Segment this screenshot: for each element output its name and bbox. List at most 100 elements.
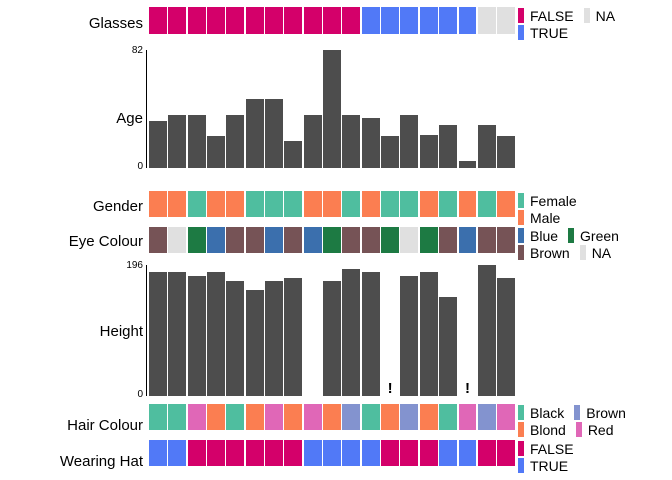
legend-item[interactable]: Black <box>518 405 564 420</box>
bar[interactable] <box>168 272 187 396</box>
cell[interactable] <box>226 440 245 466</box>
cell[interactable] <box>381 7 400 34</box>
cell[interactable] <box>265 191 284 217</box>
cell[interactable] <box>303 227 322 253</box>
bar[interactable] <box>187 276 206 396</box>
legend-item[interactable]: Brown <box>574 405 626 420</box>
bar-slot[interactable] <box>187 50 206 168</box>
cell[interactable] <box>419 440 438 466</box>
cell[interactable] <box>284 7 303 34</box>
cell[interactable] <box>187 404 206 430</box>
bar-slot[interactable] <box>265 265 284 396</box>
cell[interactable] <box>381 404 400 430</box>
cell[interactable] <box>439 191 458 217</box>
bar-slot[interactable]: ! <box>381 265 399 396</box>
bar[interactable] <box>284 277 303 396</box>
cell[interactable] <box>207 227 225 253</box>
bars-age[interactable] <box>149 50 516 168</box>
bar-slot[interactable] <box>303 50 322 168</box>
bar[interactable] <box>439 297 458 396</box>
legend-item[interactable]: Green <box>568 228 619 243</box>
cell[interactable] <box>381 227 400 253</box>
cell[interactable] <box>265 7 284 34</box>
legend-item[interactable]: TRUE <box>518 25 568 40</box>
bar-slot[interactable] <box>149 50 167 168</box>
bar[interactable] <box>265 98 284 168</box>
cell[interactable] <box>284 440 303 466</box>
cell[interactable] <box>207 7 225 34</box>
bar-slot[interactable] <box>226 265 245 396</box>
cell[interactable] <box>400 440 419 466</box>
bar-slot[interactable] <box>419 265 438 396</box>
cell[interactable] <box>207 404 225 430</box>
strip-gender[interactable] <box>149 191 516 217</box>
cell[interactable] <box>303 440 322 466</box>
legend-item[interactable]: TRUE <box>518 458 568 473</box>
bar[interactable] <box>439 124 458 168</box>
bar-slot[interactable] <box>245 265 264 396</box>
cell[interactable] <box>497 7 516 34</box>
bar-slot[interactable] <box>419 50 438 168</box>
cell[interactable] <box>477 191 496 217</box>
cell[interactable] <box>477 227 496 253</box>
cell[interactable] <box>477 440 496 466</box>
cell[interactable] <box>245 404 264 430</box>
cell[interactable] <box>149 227 167 253</box>
bar-slot[interactable] <box>342 265 361 396</box>
strip-glasses[interactable] <box>149 7 516 34</box>
cell[interactable] <box>187 7 206 34</box>
bar[interactable] <box>226 114 245 168</box>
bar[interactable] <box>419 134 438 168</box>
bar[interactable] <box>477 124 496 168</box>
cell[interactable] <box>342 7 361 34</box>
cell[interactable] <box>497 404 516 430</box>
cell[interactable] <box>303 7 322 34</box>
cell[interactable] <box>207 191 225 217</box>
bar-slot[interactable] <box>361 50 380 168</box>
bar[interactable] <box>497 136 516 168</box>
bar-slot[interactable]: ! <box>459 265 477 396</box>
bar-slot[interactable] <box>400 50 419 168</box>
legend-item[interactable]: Female <box>518 193 577 208</box>
bar-slot[interactable] <box>439 50 458 168</box>
cell[interactable] <box>342 191 361 217</box>
cell[interactable] <box>361 7 380 34</box>
cell[interactable] <box>439 227 458 253</box>
cell[interactable] <box>419 404 438 430</box>
cell[interactable] <box>361 191 380 217</box>
bar[interactable] <box>458 160 477 168</box>
cell[interactable] <box>245 191 264 217</box>
bar[interactable] <box>149 272 167 396</box>
bar[interactable] <box>265 281 284 396</box>
bar[interactable] <box>187 114 206 168</box>
bar-slot[interactable] <box>207 265 225 396</box>
cell[interactable] <box>226 191 245 217</box>
cell[interactable] <box>265 227 284 253</box>
cell[interactable] <box>439 404 458 430</box>
bar-slot[interactable] <box>323 265 342 396</box>
cell[interactable] <box>149 191 167 217</box>
cell[interactable] <box>342 227 361 253</box>
bar[interactable] <box>284 140 303 168</box>
strip-hair-colour[interactable] <box>149 404 516 430</box>
strip-eye-colour[interactable] <box>149 227 516 253</box>
bar-slot[interactable] <box>400 265 419 396</box>
bar-slot[interactable] <box>284 265 303 396</box>
bar[interactable] <box>149 120 167 168</box>
bar[interactable] <box>168 114 187 168</box>
bar-slot[interactable] <box>381 50 400 168</box>
cell[interactable] <box>323 7 342 34</box>
cell[interactable] <box>477 404 496 430</box>
cell[interactable] <box>284 227 303 253</box>
legend-item[interactable]: Blue <box>518 228 558 243</box>
cell[interactable] <box>400 7 419 34</box>
bar-slot[interactable] <box>168 50 187 168</box>
bar-slot[interactable] <box>323 50 342 168</box>
bar[interactable] <box>381 136 400 168</box>
bar[interactable] <box>245 290 264 396</box>
bar-slot[interactable] <box>477 265 496 396</box>
cell[interactable] <box>265 404 284 430</box>
strip-wearing-hat[interactable] <box>149 440 516 466</box>
bar[interactable] <box>419 271 438 396</box>
bar[interactable] <box>303 114 322 168</box>
